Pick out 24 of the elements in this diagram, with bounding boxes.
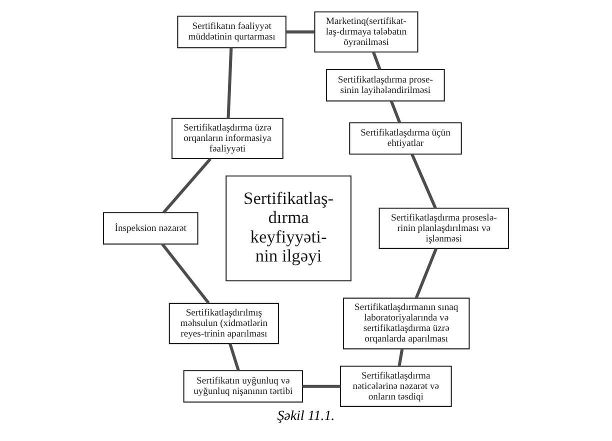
connector [372,52,382,70]
node-box: Sertifikatlaşdırma nəticələrinə nəzarət və onların təsdiqi [340,366,452,407]
node-box: Sertifikatlaş- dırma keyfiyyəti- nin ilgəyi [226,175,352,282]
connector [162,158,212,214]
node-box: Sertifikatın uyğunluq və uyğunluq nişanının tərtibi [183,370,304,403]
connector [414,248,438,299]
node-box: Sertifikatlaşdırma prose- sinin layihələndirilməsi [326,68,445,102]
connector [398,348,404,366]
node-box: Sertifikatlaşdırmanın sınaq laboratoriyalarında və sertifikatlaşdırma üzrə orqanlarda aparılması [343,298,470,350]
node-box: Marketinq(sertifikat- laş-dırmaya tələbatın öyrənilməsi [314,11,418,53]
node-box: İnspeksion nəzarət [102,212,198,245]
connector [161,243,210,304]
connector [286,30,315,34]
connector [390,100,402,124]
node-box: Sertifikatlaşdırma üçün ehtiyatlar [349,122,462,155]
connector [226,48,233,118]
node-box: Sertifikatın fəaliyyət müddətinin qurtarması [177,16,286,48]
connector [410,154,437,209]
connector [302,384,340,388]
node-box: Sertifikatlaşdırma proseslə- rinin planlaşdırılması və işlənməsi [378,208,510,249]
caption: Şəkil 11.1. [277,409,335,424]
node-box: Sertifikatlaşdırılmış məhsulun (xidmətlərin reyes-trinin aparılması [168,302,280,344]
connector [228,343,240,371]
node-box: Sertifikatlaşdırma üzrə orqanların informasiya fəaliyyəti [172,118,284,160]
